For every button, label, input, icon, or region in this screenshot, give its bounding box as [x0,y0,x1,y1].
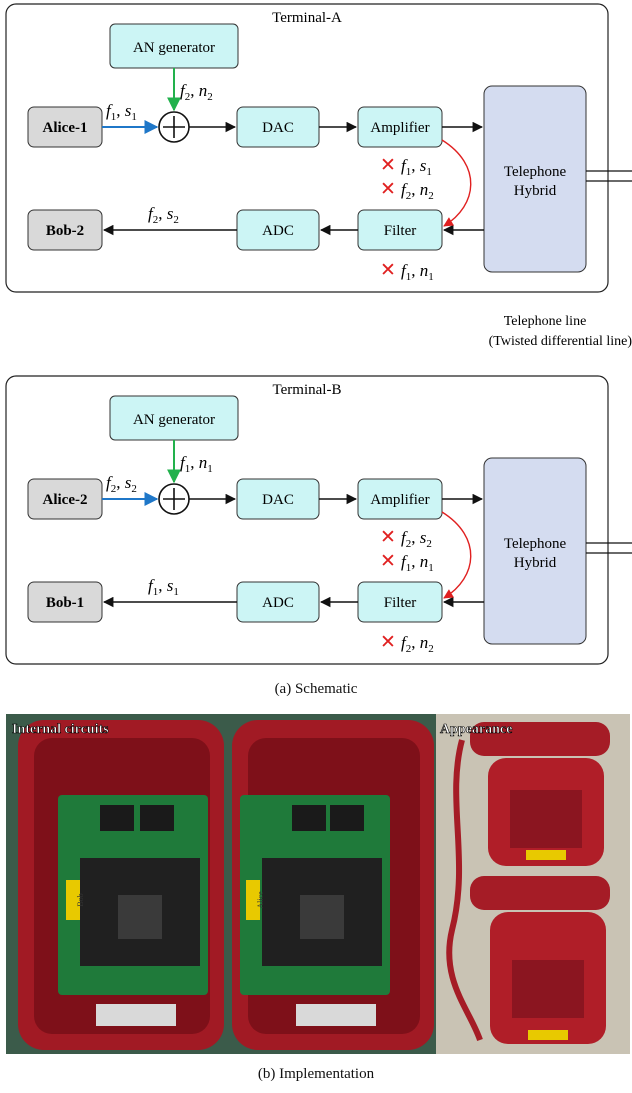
terminal-a-adc-label: ADC [262,223,294,239]
terminal-b-blocked-x-icon-2: ✕ [380,551,396,572]
sticker-bob: Bob [76,893,85,906]
terminal-a-blocked-echo-2: f2, n2 [401,180,434,202]
sticker-alice: Alice [256,891,265,909]
terminal-a-noise-signal-label: f2, n2 [180,81,213,103]
terminal-b-echo-arrow [441,511,472,599]
terminal-b-filter-label: Filter [384,595,417,611]
terminal-a-sink-signal-label: f2, s2 [148,204,179,226]
terminal-a-title: Terminal-A [272,10,342,26]
internal-circuit-photo-1: Bob [18,720,224,1050]
terminal-a-blocked-x-icon-3: ✕ [380,260,396,281]
terminal-a-dac-label: DAC [262,120,294,136]
terminal-b-hybrid-label-2: Hybrid [514,555,557,571]
appearance-photo [436,714,630,1054]
terminal-b-an-generator-label: AN generator [133,412,215,428]
terminal-b-amplifier-label: Amplifier [370,492,429,508]
terminal-a-blocked-x-icon-1: ✕ [380,155,396,176]
terminal-a-echo-arrow [441,139,472,227]
terminal-b-bob-label: Bob-1 [46,595,84,611]
terminal-a-hybrid-label-2: Hybrid [514,183,557,199]
terminal-a-alice-label: Alice-1 [43,120,88,136]
terminal-b-dac-label: DAC [262,492,294,508]
terminal-b-hybrid-label-1: Telephone [504,536,567,552]
terminal-a-hybrid-block [483,85,587,273]
terminal-b-bob-block [27,581,103,623]
terminal-a-blocked-filter: f1, n1 [401,261,434,283]
terminal-a-bob-label: Bob-2 [46,223,84,239]
terminal-b-frame [5,375,609,665]
terminal-a-blocked-x-icon-2: ✕ [380,179,396,200]
terminal-a-blocked-echo-1: f1, s1 [401,156,432,178]
caption-schematic: (a) Schematic [274,681,358,697]
terminal-a: Terminal-A AN generator Alice-1 DAC Ampl… [5,3,632,293]
terminal-b-blocked-x-icon-3: ✕ [380,632,396,653]
terminal-a-hybrid-label-1: Telephone [504,164,567,180]
appearance-label: Appearance [440,722,512,737]
terminal-b-blocked-echo-1: f2, s2 [401,528,432,550]
terminal-a-an-generator-label: AN generator [133,40,215,56]
terminal-b-alice-label: Alice-2 [43,492,88,508]
terminal-b-adc-label: ADC [262,595,294,611]
terminal-b-hybrid-block [483,457,587,645]
internal-circuit-photo-2: Alice [232,720,434,1050]
terminal-b-blocked-filter: f2, n2 [401,633,434,655]
telephone-line-label-1: Telephone line [504,314,587,329]
terminal-b-title: Terminal-B [273,382,342,398]
terminal-a-amplifier-label: Amplifier [370,120,429,136]
terminal-a-bob-block [27,209,103,251]
terminal-b-source-signal-label: f2, s2 [106,473,137,495]
internal-circuits-label: Internal circuits [12,722,109,737]
terminal-a-frame [5,3,609,293]
terminal-a-source-signal-label: f1, s1 [106,101,137,123]
caption-implementation: (b) Implementation [257,1066,375,1082]
terminal-a-filter-label: Filter [384,223,417,239]
telephone-line-label-2: (Twisted differential line) [489,334,632,349]
terminal-b-blocked-echo-2: f1, n1 [401,552,434,574]
terminal-b-noise-signal-label: f1, n1 [180,453,213,475]
terminal-b: Terminal-B AN generator Alice-2 DAC Ampl… [5,375,632,665]
terminal-b-sink-signal-label: f1, s1 [148,576,179,598]
terminal-b-blocked-x-icon-1: ✕ [380,527,396,548]
photo-panel: Bob Alice Inter [6,714,630,1054]
